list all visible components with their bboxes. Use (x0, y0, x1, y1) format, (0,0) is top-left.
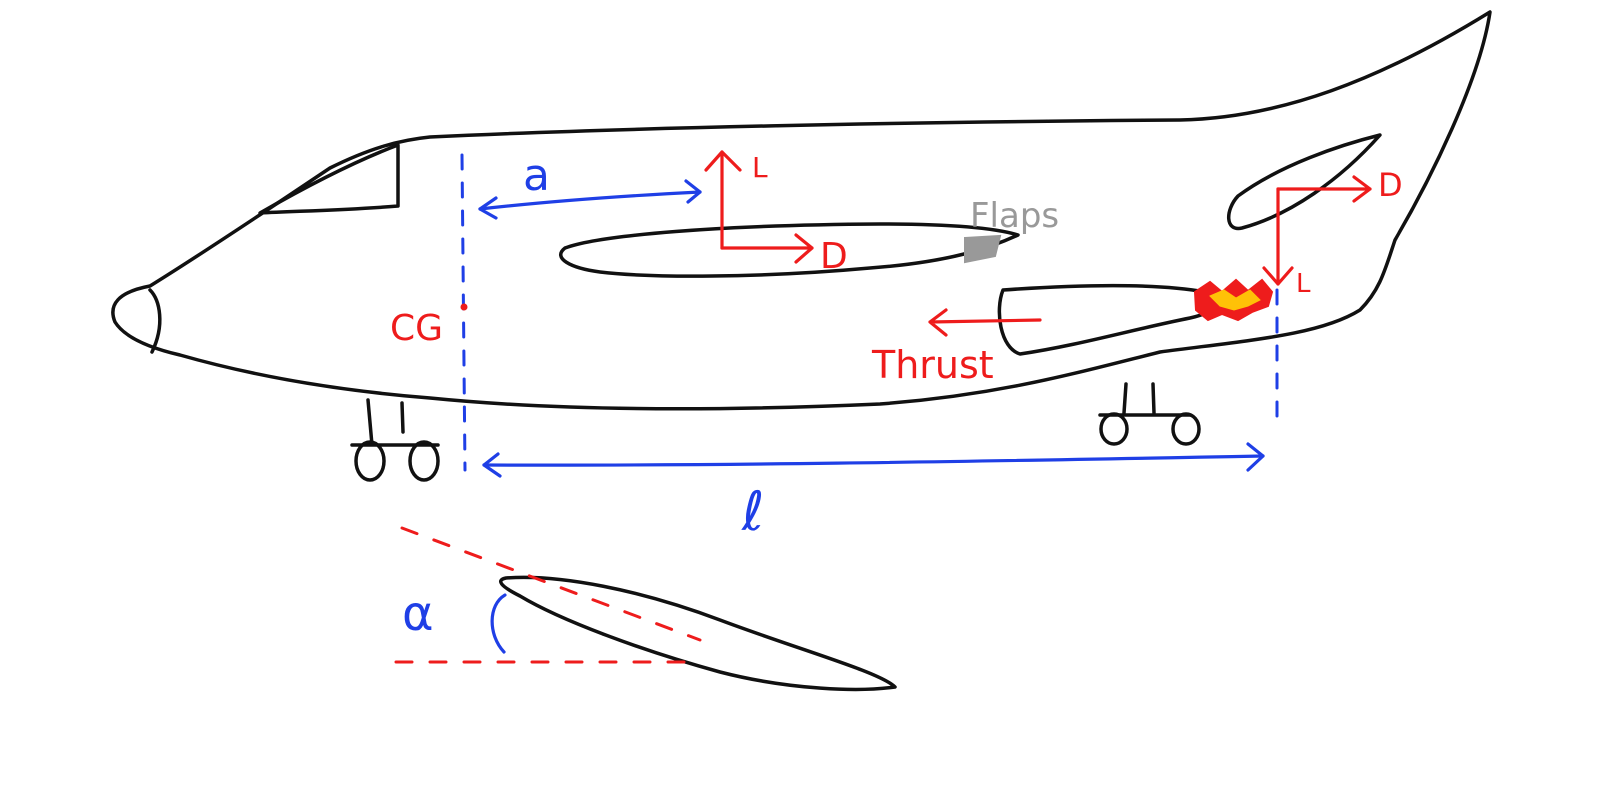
thrust-label: Thrust (871, 343, 994, 387)
exhaust-flame-inner (1209, 289, 1261, 311)
dim-l-line (482, 454, 1265, 467)
rear-wheel-right (1171, 412, 1201, 446)
flaps-label: Flaps (970, 196, 1059, 236)
tail-lift-arrow (1262, 187, 1294, 286)
tail-drag-label: D (1378, 166, 1403, 204)
cg-reference-line (460, 153, 467, 472)
wing-forces (704, 150, 814, 264)
dimension-a (478, 179, 702, 220)
cg-dot (460, 303, 468, 311)
cg-label: CG (390, 308, 443, 349)
tail-forces (1262, 175, 1372, 286)
dimension-l (482, 442, 1265, 478)
aoa-chord-line (400, 526, 702, 642)
rear-wheel-left (1099, 412, 1129, 446)
wing-drag-arrow (720, 233, 814, 264)
dim-l-arrow-left (482, 452, 502, 478)
dim-a-line (478, 190, 702, 211)
fuselage (111, 10, 1492, 411)
flaps-shading (964, 234, 1002, 264)
angle-of-attack-inset (394, 526, 897, 692)
wing-lift-label: L (752, 151, 768, 184)
thrust-arrow (928, 308, 1042, 337)
dim-l-arrow-right (1246, 442, 1265, 472)
front-wheel-left (354, 440, 386, 482)
dimension-a-label: a (523, 150, 550, 201)
rear-landing-gear (1098, 382, 1201, 446)
alpha-label: α (402, 586, 434, 642)
engine-nacelle (997, 283, 1216, 356)
dim-a-arrow-right (684, 179, 702, 204)
front-gear-strut (350, 398, 440, 447)
dimension-l-label: ℓ (741, 480, 764, 543)
aoa-angle-arc (490, 593, 507, 654)
tail-fin (1227, 133, 1382, 231)
dim-a-arrow-left (478, 196, 498, 220)
main-wing (559, 222, 1020, 278)
aoa-airfoil (499, 575, 897, 692)
wing-drag-label: D (820, 236, 848, 277)
nose-cone (148, 288, 162, 354)
fuselage-outline (111, 10, 1492, 411)
wing-lift-arrow (704, 150, 742, 250)
front-landing-gear (350, 398, 440, 482)
front-wheel-right (408, 440, 440, 482)
cockpit-window (258, 143, 400, 215)
rear-gear-strut (1098, 382, 1192, 417)
tail-drag-arrow (1276, 175, 1372, 203)
tail-lift-label: L (1296, 269, 1311, 299)
